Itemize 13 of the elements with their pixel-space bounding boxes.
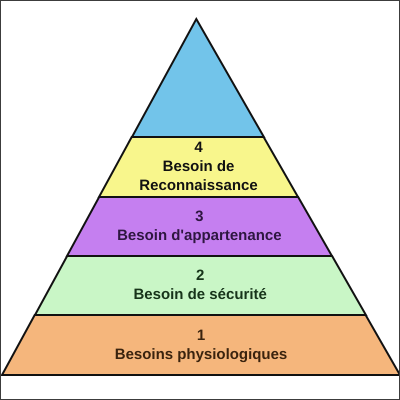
- pyramid-top-triangle: [132, 18, 264, 137]
- level-number: 2: [196, 266, 204, 285]
- level-label: Besoin d'appartenance: [117, 226, 282, 245]
- level-number: 4: [194, 138, 203, 157]
- pyramid-level: [99, 136, 298, 197]
- level-label: Besoin de Reconnaissance: [138, 157, 259, 195]
- pyramid-level: [34, 255, 366, 315]
- level-label: Besoin de sécurité: [133, 285, 267, 304]
- level-number: 1: [196, 326, 206, 344]
- pyramid-level: [2, 314, 399, 375]
- level-label: Besoins physiologiques: [114, 344, 288, 364]
- level-number: 3: [195, 207, 204, 226]
- pyramid-level: [66, 196, 332, 256]
